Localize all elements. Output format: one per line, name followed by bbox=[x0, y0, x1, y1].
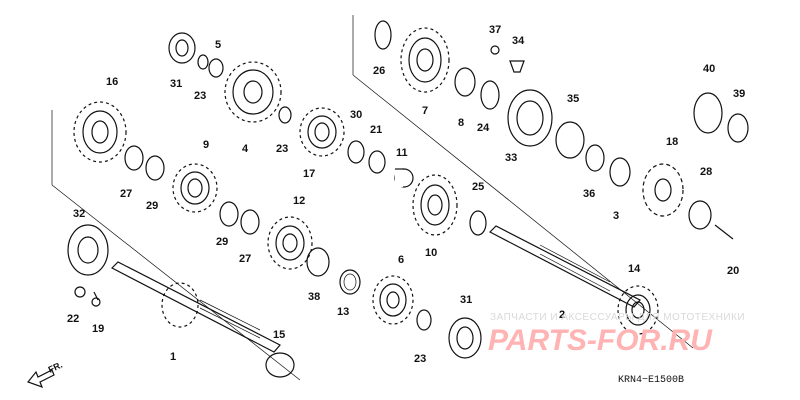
label-part-5: 5 bbox=[215, 39, 221, 51]
label-part-27a: 27 bbox=[120, 188, 132, 200]
washer-30 bbox=[347, 140, 365, 164]
plate-28 bbox=[688, 200, 712, 230]
label-part-17: 17 bbox=[303, 168, 315, 180]
seal-40 bbox=[693, 92, 723, 134]
washer-26 bbox=[374, 20, 392, 50]
washer-29-upper bbox=[145, 155, 165, 181]
label-part-37: 37 bbox=[489, 24, 501, 36]
label-part-8: 8 bbox=[458, 117, 464, 129]
washer-27-lower bbox=[240, 209, 260, 235]
group-frame-left bbox=[51, 110, 301, 381]
collar-23-mid bbox=[278, 106, 292, 124]
seal-35 bbox=[555, 121, 585, 159]
label-part-16: 16 bbox=[106, 76, 118, 88]
screw-37 bbox=[490, 45, 500, 55]
gear-6 bbox=[372, 275, 414, 325]
label-part-27b: 27 bbox=[239, 253, 251, 265]
label-part-36: 36 bbox=[583, 188, 595, 200]
front-direction-label: FR. bbox=[47, 360, 64, 375]
label-part-26: 26 bbox=[373, 65, 385, 77]
label-part-28: 28 bbox=[700, 166, 712, 178]
label-part-40: 40 bbox=[703, 63, 715, 75]
label-part-12: 12 bbox=[293, 195, 305, 207]
gear-17 bbox=[299, 107, 345, 157]
label-part-31a: 31 bbox=[170, 78, 182, 90]
label-part-20: 20 bbox=[727, 265, 739, 277]
washer-24 bbox=[480, 80, 500, 110]
bushing-11 bbox=[394, 168, 414, 188]
label-part-3: 3 bbox=[613, 210, 619, 222]
label-part-15: 15 bbox=[273, 329, 285, 341]
bushing-38 bbox=[306, 247, 330, 277]
gear-7 bbox=[400, 27, 450, 93]
bolt-20 bbox=[714, 224, 734, 240]
label-part-2: 2 bbox=[559, 309, 565, 321]
label-part-32: 32 bbox=[73, 208, 85, 220]
gear-12 bbox=[267, 216, 313, 270]
bushing-15 bbox=[265, 352, 295, 378]
bearing-32 bbox=[67, 224, 109, 276]
bushing-13 bbox=[339, 269, 361, 295]
label-part-30: 30 bbox=[350, 109, 362, 121]
bearing-31-upper bbox=[168, 32, 196, 64]
gear-14 bbox=[617, 285, 659, 335]
label-part-7: 7 bbox=[422, 105, 428, 117]
collar-23-lower bbox=[416, 309, 432, 331]
sprocket-18 bbox=[642, 163, 684, 217]
washer-39 bbox=[727, 113, 749, 143]
gear-9 bbox=[172, 163, 218, 213]
label-part-29a: 29 bbox=[146, 200, 158, 212]
label-part-33: 33 bbox=[505, 152, 517, 164]
front-direction-indicator: FR. bbox=[27, 360, 64, 389]
gear-10 bbox=[412, 174, 458, 236]
gear-16 bbox=[73, 101, 127, 163]
watermark-caption: ЗАПЧАСТИ И АКСЕССУАРЫ ДЛЯ МОТОТЕХНИКИ bbox=[490, 312, 745, 323]
label-part-6: 6 bbox=[398, 254, 404, 266]
label-part-29b: 29 bbox=[216, 236, 228, 248]
label-part-10: 10 bbox=[425, 247, 437, 259]
label-part-31b: 31 bbox=[460, 294, 472, 306]
label-part-14: 14 bbox=[628, 263, 641, 275]
label-part-23a: 23 bbox=[194, 90, 206, 102]
bushing-8 bbox=[454, 67, 476, 97]
label-part-34: 34 bbox=[512, 35, 525, 47]
watermark-brand: PARTS-FOR.RU bbox=[488, 324, 713, 357]
label-part-1: 1 bbox=[170, 351, 176, 363]
washer-27-upper bbox=[124, 145, 144, 171]
washer-36 bbox=[585, 144, 605, 172]
mainshaft-1 bbox=[110, 261, 281, 353]
label-part-19: 19 bbox=[92, 323, 104, 335]
label-part-39: 39 bbox=[733, 88, 745, 100]
label-part-24: 24 bbox=[477, 122, 490, 134]
label-part-18: 18 bbox=[666, 136, 678, 148]
label-part-11: 11 bbox=[396, 147, 408, 159]
label-part-23c: 23 bbox=[414, 353, 426, 365]
label-part-13: 13 bbox=[337, 306, 349, 318]
label-part-25: 25 bbox=[472, 181, 484, 193]
bolt-19 bbox=[91, 291, 101, 307]
washer-5 bbox=[208, 58, 224, 78]
bolt-22 bbox=[74, 286, 86, 298]
label-part-21: 21 bbox=[370, 124, 382, 136]
bearing-31-lower bbox=[448, 317, 482, 359]
bearing-33 bbox=[507, 89, 553, 147]
diagram-code: KRN4−E1500B bbox=[618, 375, 684, 386]
label-part-38: 38 bbox=[308, 291, 320, 303]
washer-21 bbox=[368, 150, 386, 174]
label-part-9: 9 bbox=[203, 139, 209, 151]
label-part-23b: 23 bbox=[276, 143, 288, 155]
set-plate-34 bbox=[509, 60, 525, 73]
label-part-35: 35 bbox=[567, 93, 579, 105]
collar-3 bbox=[609, 157, 631, 187]
countershaft-2 bbox=[488, 225, 641, 308]
washer-29-lower bbox=[219, 201, 239, 227]
washer-25 bbox=[469, 210, 487, 236]
gear-4 bbox=[224, 61, 282, 123]
label-part-4: 4 bbox=[242, 143, 249, 155]
collar-23-upper bbox=[197, 54, 209, 70]
label-part-22: 22 bbox=[67, 313, 79, 325]
